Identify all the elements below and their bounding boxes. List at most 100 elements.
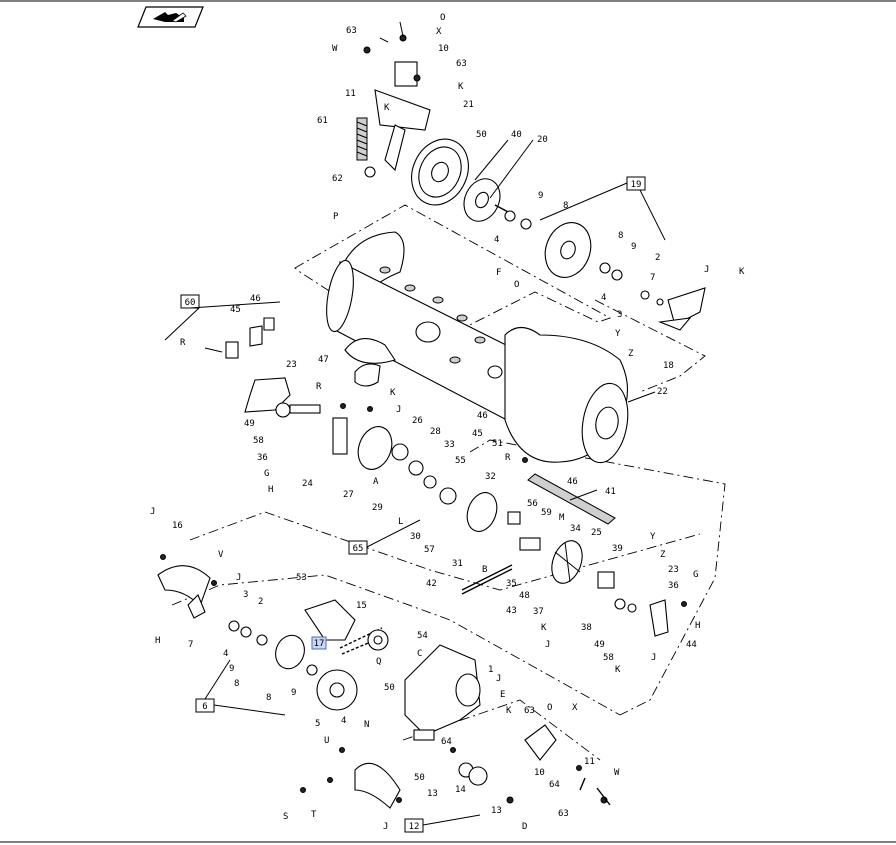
callout: A: [373, 477, 379, 487]
callout: O: [514, 280, 519, 290]
right-bearing-kit: [597, 571, 669, 637]
cross-shaft-42: [461, 564, 513, 595]
callout: 50: [414, 773, 425, 783]
callout: 37: [533, 607, 544, 617]
callout: 1: [488, 665, 493, 675]
callout: 10: [534, 768, 545, 778]
callout: 16: [172, 521, 183, 531]
callout: 49: [244, 419, 255, 429]
callout: 41: [605, 487, 616, 497]
callout: M: [559, 513, 565, 523]
callout: 8: [234, 679, 239, 689]
callout: 29: [372, 503, 383, 513]
callout: J: [545, 640, 550, 650]
gearbox-outline: [171, 574, 621, 716]
callout: K: [458, 82, 464, 92]
callout: J: [236, 573, 241, 583]
callout: N: [364, 720, 369, 730]
callout: 64: [441, 737, 452, 747]
callout: H: [268, 485, 273, 495]
gear-13-14: [458, 762, 488, 786]
callout: 23: [668, 565, 679, 575]
assembly-box-6[interactable]: 6: [195, 659, 286, 716]
callout: J: [704, 265, 709, 275]
callout: R: [505, 453, 511, 463]
callout: W: [332, 44, 338, 54]
callout: 4: [341, 716, 346, 726]
callout: 9: [229, 664, 234, 674]
chain-17: [339, 627, 386, 655]
bearing-set-6: [228, 620, 318, 676]
callout: 55: [455, 456, 466, 466]
callout: Z: [660, 550, 666, 560]
callout: G: [264, 469, 269, 479]
svg-text:65: 65: [353, 544, 364, 554]
callout: 34: [570, 524, 581, 534]
hub-40: [463, 178, 511, 222]
gear-5: [316, 669, 358, 711]
callout: 45: [472, 429, 483, 439]
callout: 43: [506, 606, 517, 616]
callout-labels: O 63 X W 10 63 11 K K 21 61 50 40 20 62 …: [150, 13, 745, 832]
callout: J: [383, 822, 388, 832]
assembly-box-60[interactable]: 60: [164, 294, 281, 341]
callout: 58: [253, 436, 264, 446]
callout: Q: [376, 657, 381, 667]
callout: K: [541, 623, 547, 633]
assembly-box-19[interactable]: 19: [539, 176, 666, 241]
callout: 57: [424, 545, 435, 555]
pulley-50: [411, 138, 469, 206]
callout: 25: [591, 528, 602, 538]
callout: 7: [188, 640, 193, 650]
clutch-bracket: [363, 34, 431, 172]
callout: J: [496, 674, 501, 684]
callout: Y: [615, 329, 621, 339]
callout: 49: [594, 640, 605, 650]
callout: 36: [668, 581, 679, 591]
callout: 3: [243, 590, 248, 600]
callout: R: [316, 382, 322, 392]
callout: 44: [686, 640, 697, 650]
parts-hand-icon[interactable]: [137, 6, 204, 28]
callout: K: [506, 706, 512, 716]
assembly-box-17[interactable]: 17: [311, 636, 327, 650]
callout: 31: [452, 559, 463, 569]
callout: 28: [430, 427, 441, 437]
callout: X: [572, 703, 578, 713]
callout: 7: [650, 273, 655, 283]
gearbox-housing-1: [404, 644, 481, 741]
callout: 46: [477, 411, 488, 421]
callout: 38: [581, 623, 592, 633]
callout: J: [150, 507, 155, 517]
callout: O: [440, 13, 445, 23]
callout: 53: [296, 573, 307, 583]
callout: K: [615, 665, 621, 675]
svg-text:60: 60: [185, 298, 196, 308]
callout: X: [436, 27, 442, 37]
bearing-flange: [504, 210, 664, 306]
callout: Z: [628, 349, 634, 359]
assembly-box-65[interactable]: 65: [348, 519, 421, 555]
assembly-box-12[interactable]: 12: [404, 814, 481, 833]
callout: P: [333, 212, 339, 222]
left-shaft-outline: [189, 511, 266, 541]
callout: 10: [438, 44, 449, 54]
callout: C: [417, 649, 422, 659]
callout: W: [614, 768, 620, 778]
callout: 35: [506, 579, 517, 589]
left-kit-parts: [204, 317, 275, 359]
svg-text:19: 19: [631, 180, 642, 190]
callout: 27: [343, 490, 354, 500]
callout: 9: [631, 242, 636, 252]
callout: J: [396, 405, 401, 415]
callout: 61: [317, 116, 328, 126]
callout: E: [500, 690, 505, 700]
callout: 23: [286, 360, 297, 370]
callout: 47: [318, 355, 329, 365]
callout: 48: [519, 591, 530, 601]
callout: T: [311, 810, 317, 820]
callout: 24: [302, 479, 313, 489]
callout: K: [739, 267, 745, 277]
callout: H: [155, 636, 160, 646]
callout: V: [218, 550, 224, 560]
